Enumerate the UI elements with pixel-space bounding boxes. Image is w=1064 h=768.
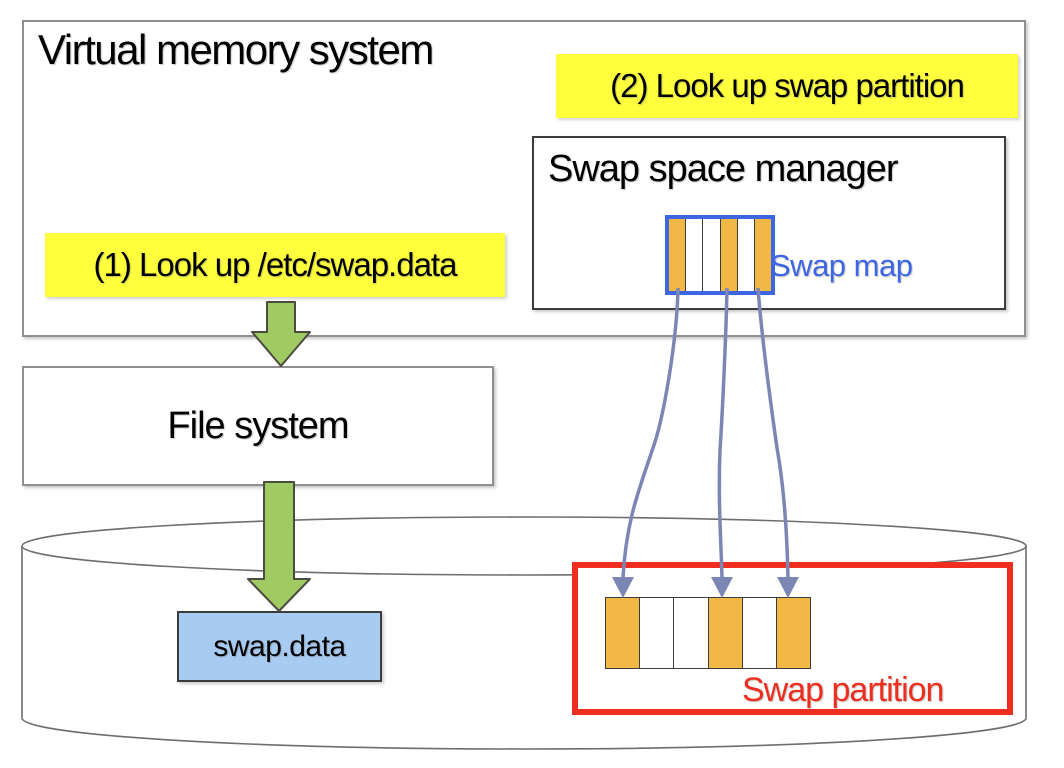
- step1-label: (1) Look up /etc/swap.data: [93, 246, 458, 283]
- swap-map-cell-free: [737, 219, 755, 291]
- swap-partition-cell-used: [776, 598, 811, 668]
- swap-map-cell-free: [703, 219, 721, 291]
- swap-map-cell-used: [754, 219, 772, 291]
- swap-data-file-box: swap.data: [177, 611, 382, 682]
- virtual-memory-system-box: [22, 20, 1026, 337]
- swap-partition-cell-used: [606, 598, 641, 668]
- disk-cylinder-body: [21, 546, 1027, 750]
- file-system-box: File system: [22, 366, 494, 486]
- step1-highlight: (1) Look up /etc/swap.data: [45, 233, 505, 297]
- swap-partition-cells: [605, 597, 811, 669]
- swap-partition-cell-free: [742, 598, 777, 668]
- swap-data-file-label: swap.data: [213, 629, 346, 663]
- step2-highlight: (2) Look up swap partition: [556, 54, 1018, 118]
- swap-partition-cell-free: [674, 598, 709, 668]
- swap-map-label: Swap map: [770, 248, 913, 283]
- swap-map-cell-used: [669, 219, 687, 291]
- swap-partition-cell-free: [640, 598, 675, 668]
- virtual-memory-system-title: Virtual memory system: [38, 26, 434, 73]
- swap-partition-label: Swap partition: [742, 671, 944, 709]
- swap-map-cell-used: [720, 219, 738, 291]
- file-system-title: File system: [167, 404, 349, 447]
- step2-label: (2) Look up swap partition: [610, 67, 965, 104]
- swap-space-manager-title: Swap space manager: [548, 148, 899, 190]
- swap-map: [665, 215, 775, 295]
- swap-partition-cell-used: [708, 598, 743, 668]
- swap-map-cell-free: [686, 219, 704, 291]
